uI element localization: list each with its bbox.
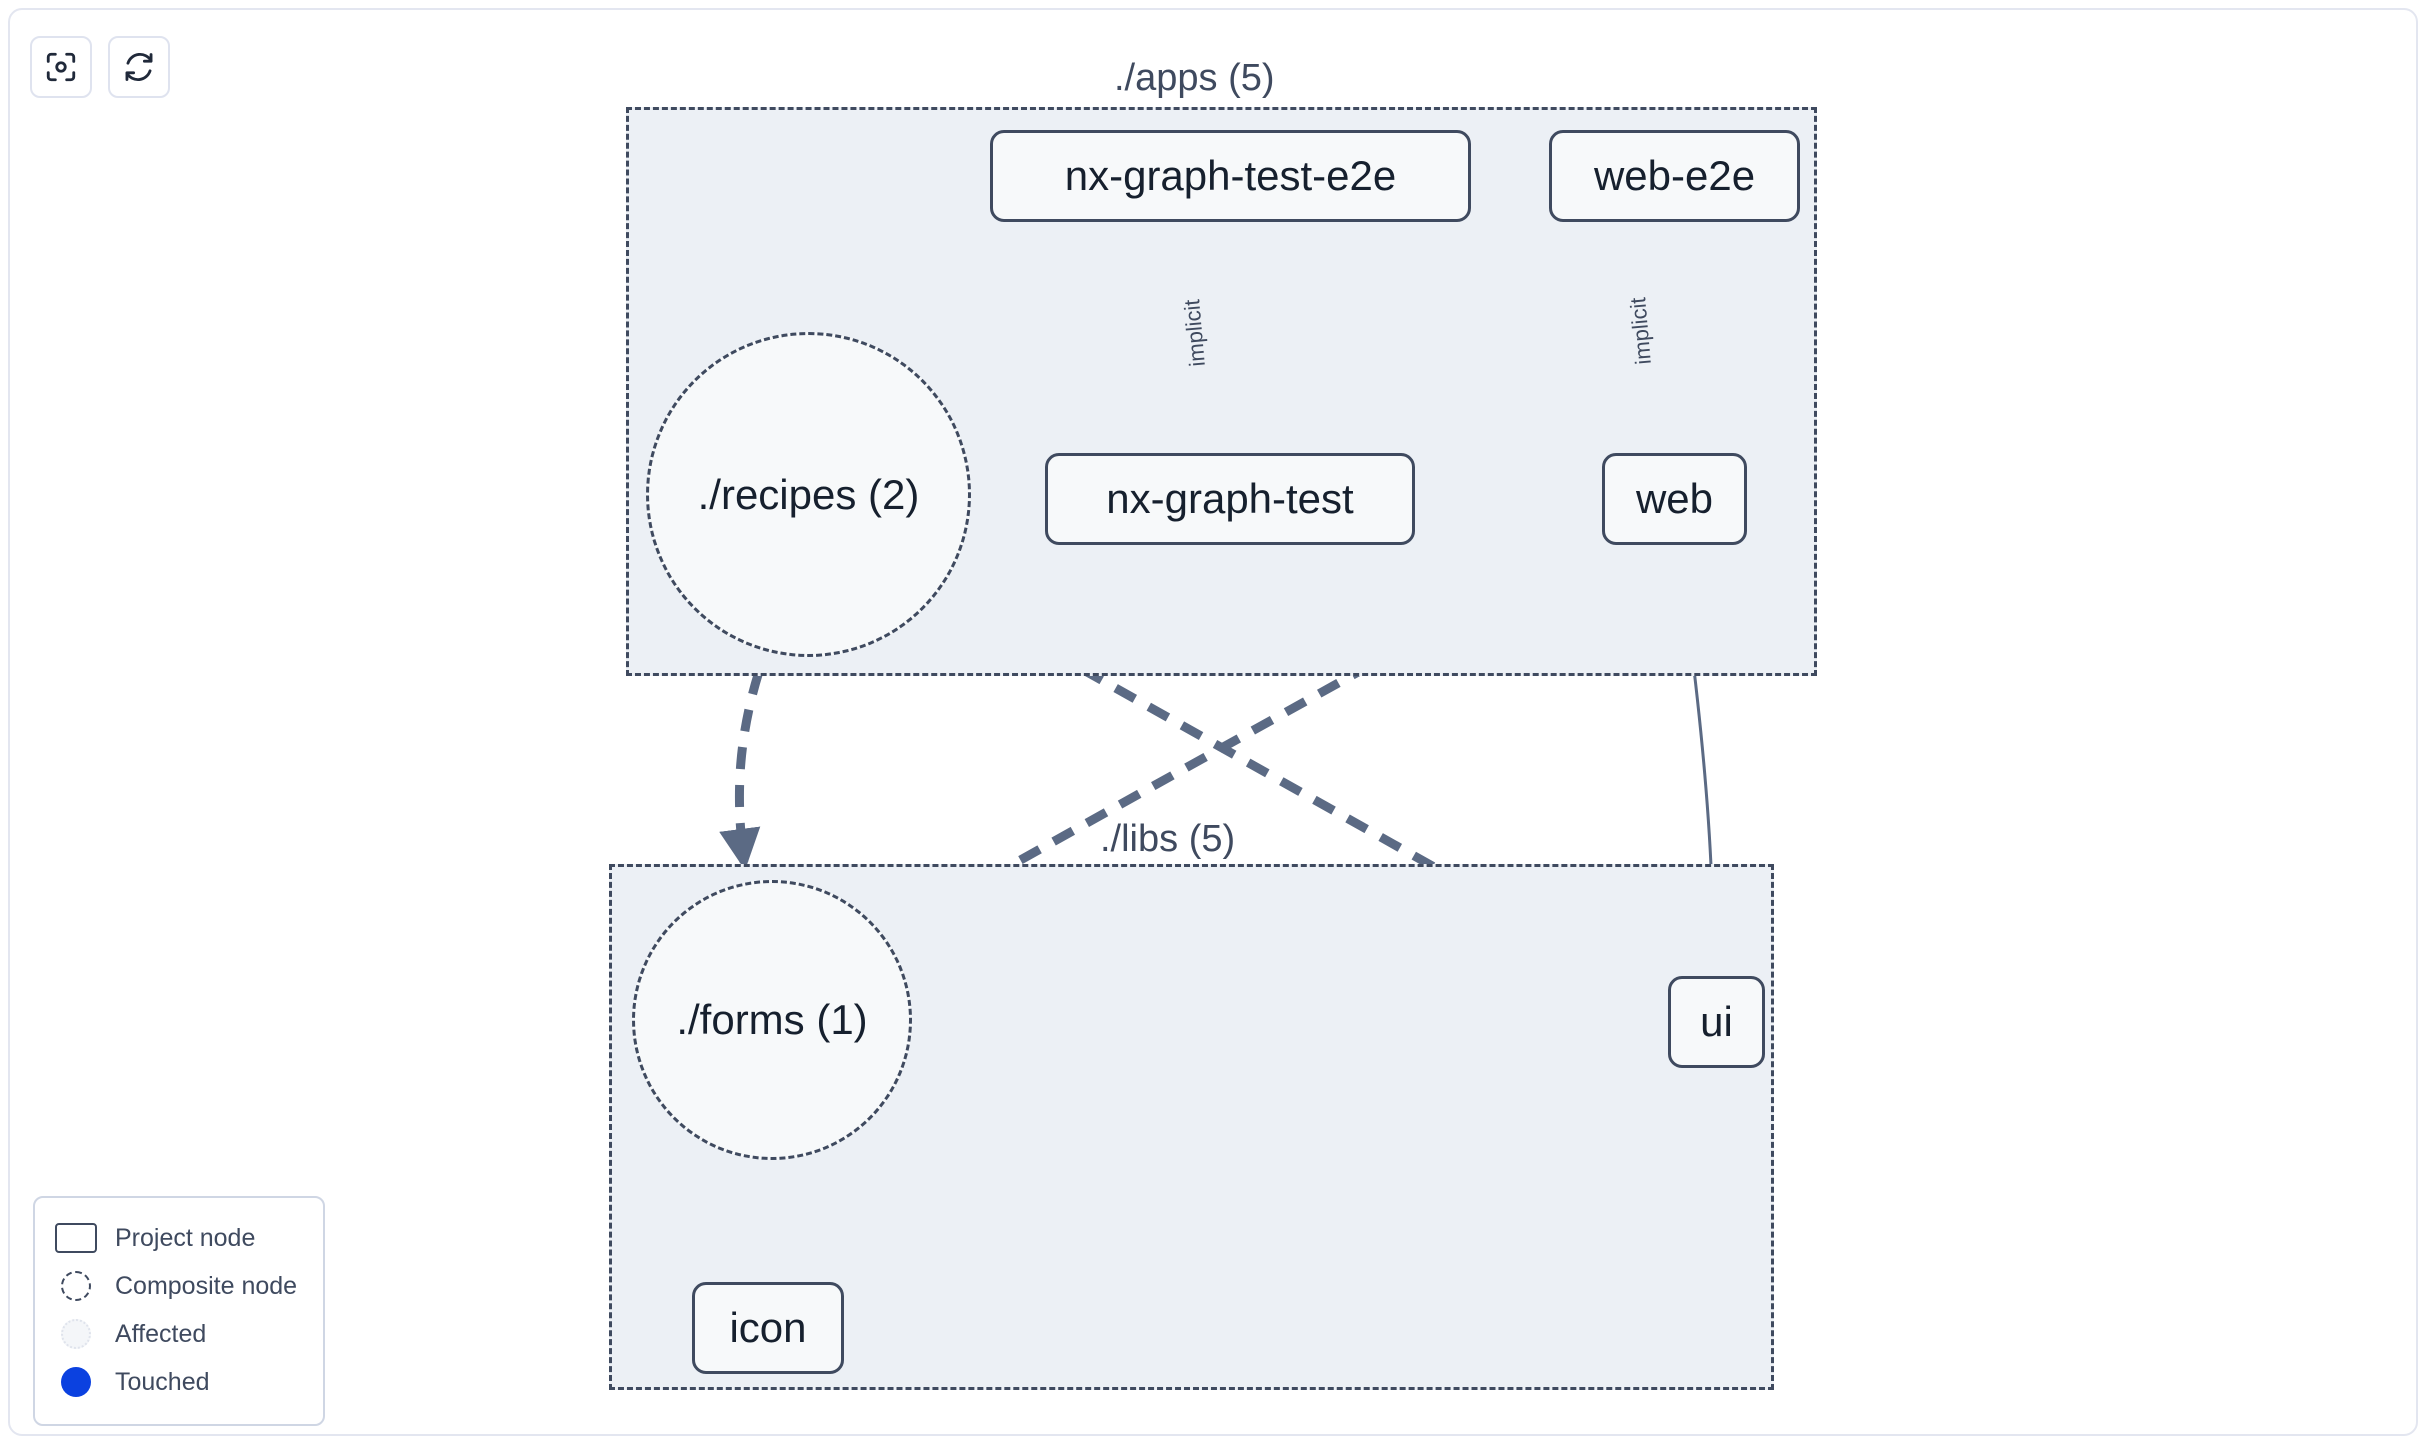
legend-label-touched: Touched	[115, 1367, 210, 1396]
graph-toolbar	[30, 36, 170, 98]
node-ui[interactable]: ui	[1668, 976, 1765, 1068]
project-node-swatch	[53, 1221, 99, 1255]
node-recipes[interactable]: ./recipes (2)	[646, 332, 971, 657]
node-nx-graph-test[interactable]: nx-graph-test	[1045, 453, 1415, 545]
legend-item-composite-node: Composite node	[53, 1262, 305, 1310]
composite-node-swatch	[53, 1269, 99, 1303]
node-nx-graph-test-e2e[interactable]: nx-graph-test-e2e	[990, 130, 1471, 222]
focus-graph-button[interactable]	[30, 36, 92, 98]
edge-recipes-to-forms[interactable]	[719, 635, 776, 871]
legend-item-project-node: Project node	[53, 1214, 305, 1262]
viewfinder-icon	[44, 50, 78, 84]
affected-swatch	[53, 1317, 99, 1351]
graph-legend: Project node Composite node Affected Tou…	[33, 1196, 325, 1426]
node-web[interactable]: web	[1602, 453, 1747, 545]
node-icon[interactable]: icon	[692, 1282, 844, 1374]
legend-label-project-node: Project node	[115, 1223, 256, 1252]
legend-item-touched: Touched	[53, 1358, 305, 1406]
refresh-graph-button[interactable]	[108, 36, 170, 98]
node-web-e2e[interactable]: web-e2e	[1549, 130, 1800, 222]
legend-label-affected: Affected	[115, 1319, 207, 1348]
refresh-icon	[122, 50, 156, 84]
group-label-libs: ./libs (5)	[1100, 818, 1236, 860]
group-label-apps: ./apps (5)	[1114, 57, 1275, 99]
node-forms[interactable]: ./forms (1)	[632, 880, 912, 1160]
legend-item-affected: Affected	[53, 1310, 305, 1358]
legend-label-composite-node: Composite node	[115, 1271, 298, 1300]
touched-swatch	[53, 1365, 99, 1399]
